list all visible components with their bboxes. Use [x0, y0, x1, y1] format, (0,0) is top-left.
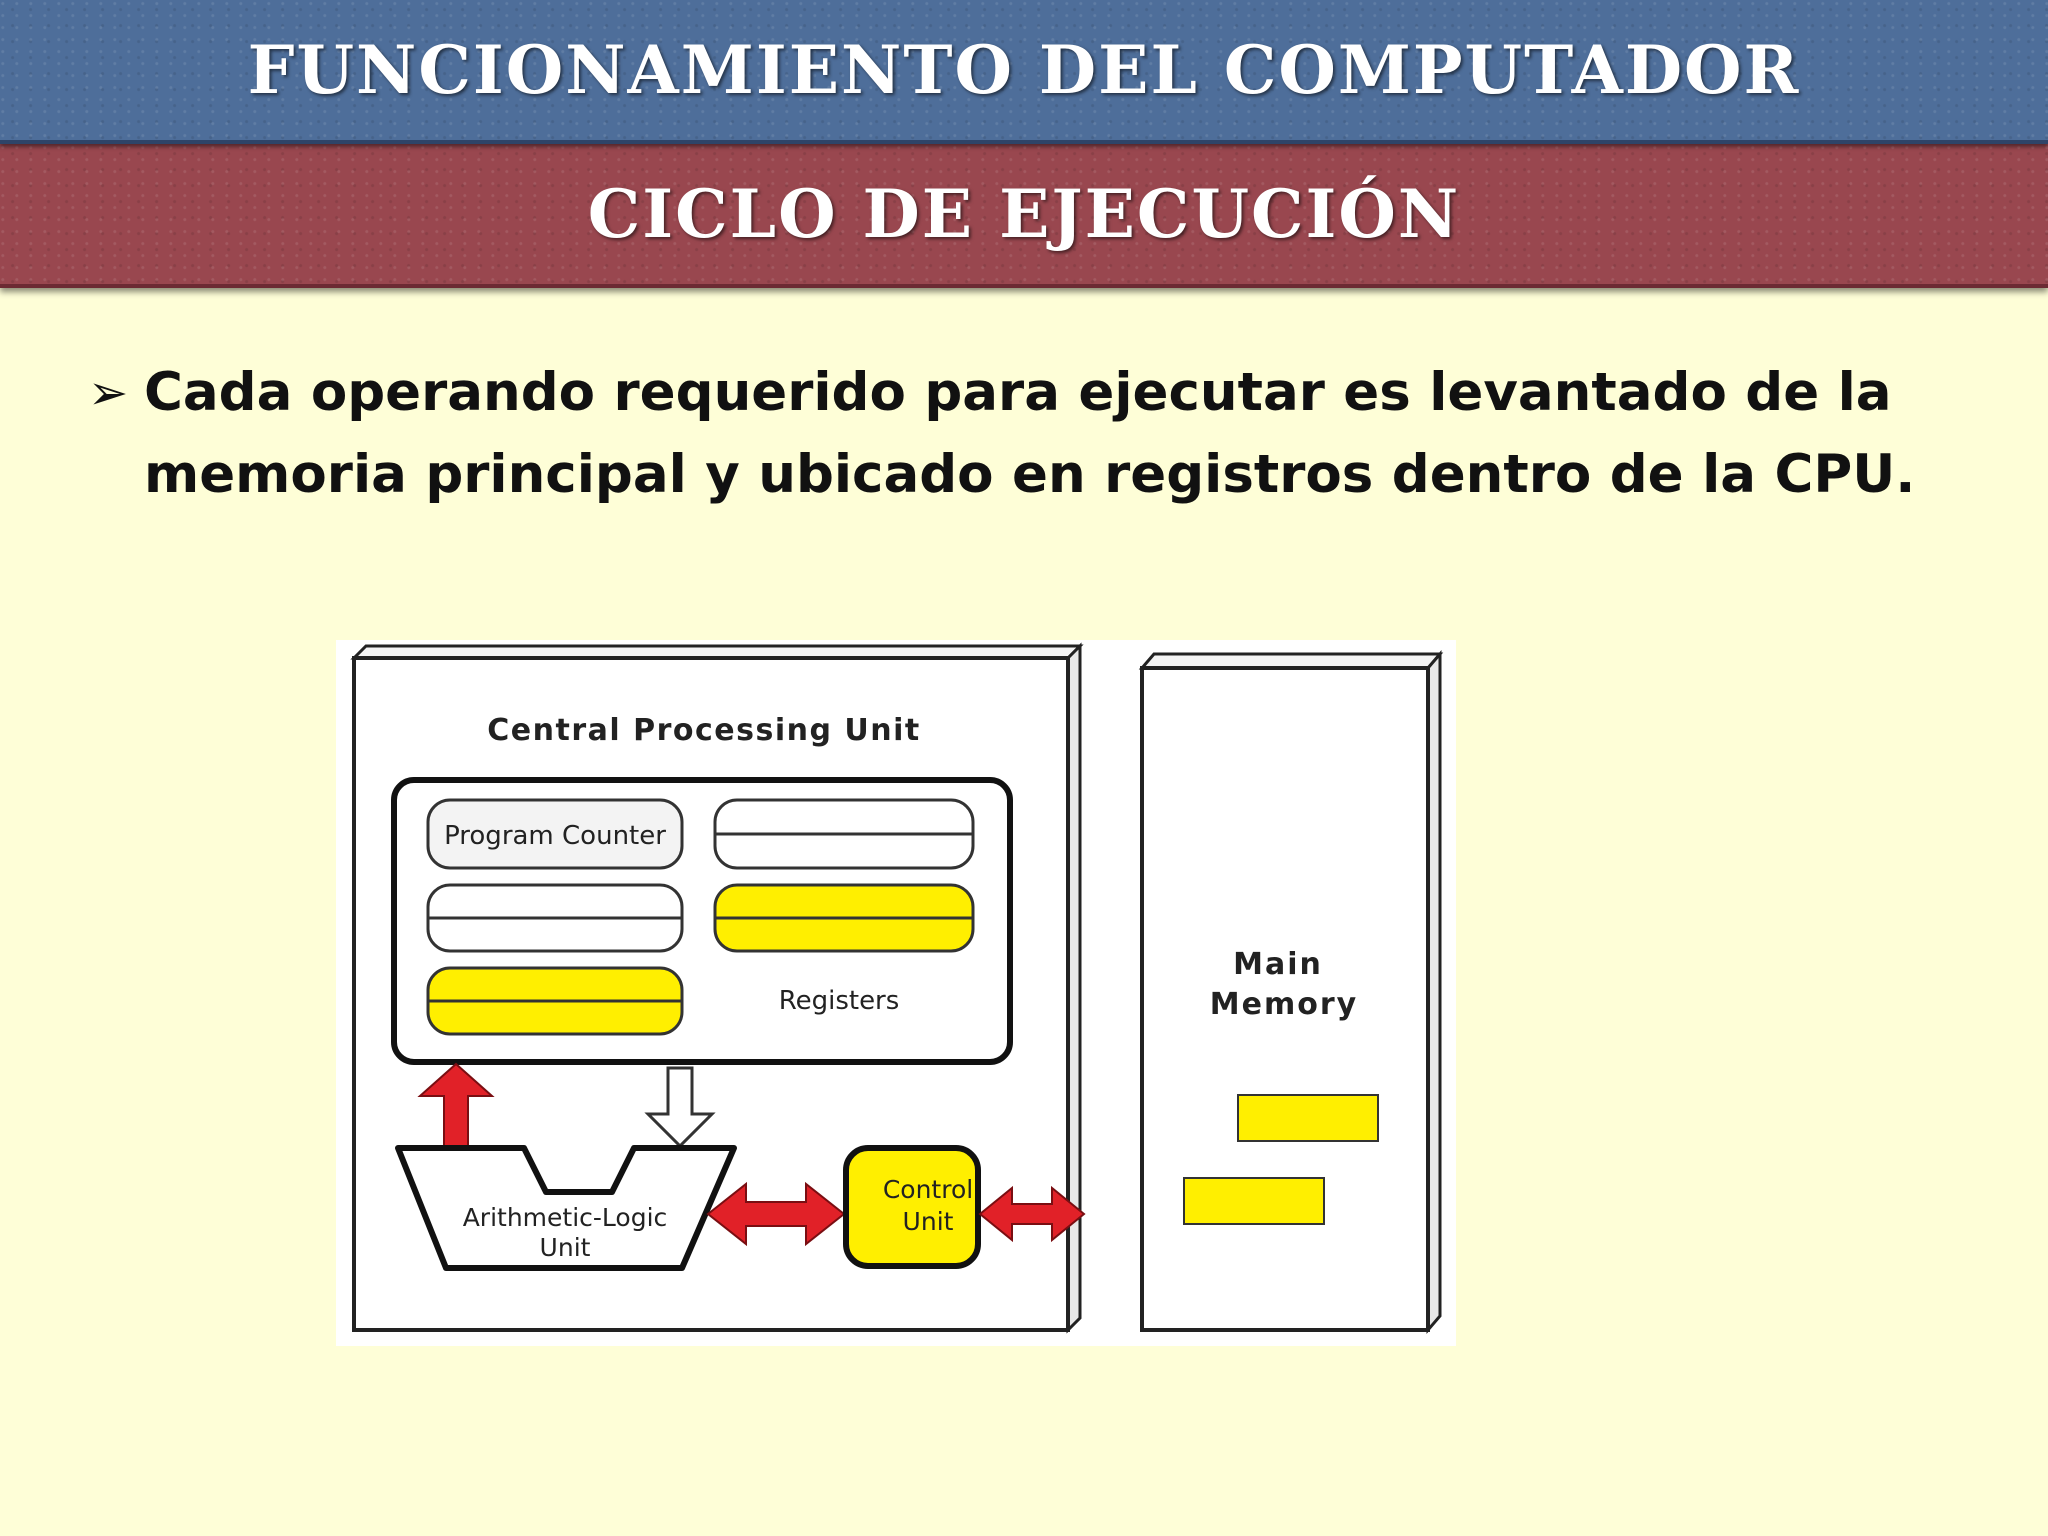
page-title: FUNCIONAMIENTO DEL COMPUTADOR: [247, 31, 1801, 109]
registers-to-alu-arrow: [644, 1066, 716, 1149]
cpu-label: Central Processing Unit: [487, 713, 920, 748]
header-title-band: FUNCIONAMIENTO DEL COMPUTADOR: [0, 0, 2048, 144]
control-unit-box: [843, 1145, 981, 1269]
program-counter-label: Program Counter: [444, 821, 666, 851]
arrow-bullet-icon: ➢: [88, 365, 129, 421]
memory-cell-upper: [1237, 1094, 1379, 1142]
header-subtitle-band: CICLO DE EJECUCIÓN: [0, 144, 2048, 288]
control-memory-double-arrow: [978, 1185, 1086, 1243]
bullet-text: Cada operando requerido para ejecutar es…: [144, 362, 1916, 505]
register-empty-top-right: [713, 798, 975, 870]
main-memory-label-line1: Main: [1233, 947, 1323, 982]
register-filled-bottom-left: [426, 966, 684, 1036]
register-empty-middle-left: [426, 883, 684, 953]
alu-label-line2: Unit: [540, 1233, 591, 1262]
registers-label: Registers: [779, 986, 900, 1016]
alu-shape: [395, 1145, 737, 1271]
memory-cell-lower: [1183, 1177, 1325, 1225]
main-memory-label-line2: Memory: [1210, 987, 1358, 1022]
bullet-item: ➢ Cada operando requerido para ejecutar …: [88, 352, 1968, 516]
page-subtitle: CICLO DE EJECUCIÓN: [587, 175, 1461, 253]
cpu-memory-diagram: Central Processing Unit Program Counter: [336, 640, 1456, 1346]
program-counter-register: [426, 798, 684, 870]
alu-label-line1: Arithmetic-Logic: [463, 1203, 668, 1232]
control-unit-label-line2: Unit: [903, 1207, 954, 1236]
register-filled-middle-right: [713, 883, 975, 953]
control-unit-label-line1: Control: [883, 1175, 973, 1204]
